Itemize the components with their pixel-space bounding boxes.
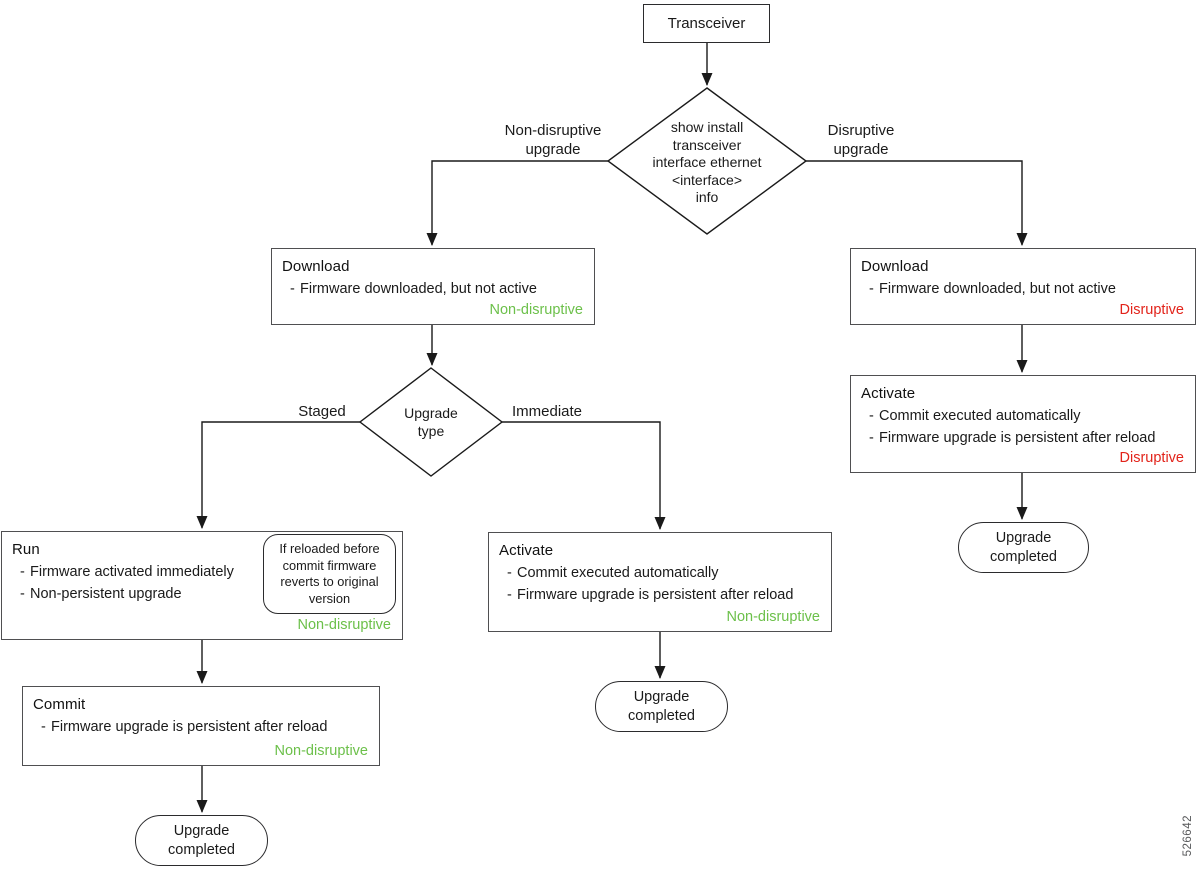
dash-marker: - — [20, 586, 25, 602]
activate-disruptive-box: Activate - Commit executed automatically… — [850, 375, 1196, 473]
bullet-item: - Non-persistent upgrade — [12, 583, 270, 605]
bullet-text: Commit executed automatically — [879, 408, 1081, 424]
dash-marker: - — [290, 281, 295, 297]
bullet-text: Non-persistent upgrade — [30, 586, 182, 602]
status-label: Non-disruptive — [489, 302, 584, 318]
arrow-nondisruptive-branch — [426, 160, 608, 246]
upgrade-completed-immediate: Upgrade completed — [595, 681, 728, 732]
figure-id: 526642 — [1182, 814, 1194, 856]
dash-marker: - — [41, 719, 46, 735]
branch-label-immediate: Immediate — [511, 403, 583, 420]
bullet-text: Firmware activated immediately — [30, 564, 234, 580]
bullet-item: - Firmware downloaded, but not active — [861, 278, 1185, 300]
bullet-item: - Firmware downloaded, but not active — [282, 278, 584, 300]
bullet-text: Commit executed automatically — [517, 565, 719, 581]
branch-label-staged: Staged — [298, 403, 346, 420]
download-disruptive-box: Download - Firmware downloaded, but not … — [850, 248, 1196, 325]
status-label: Disruptive — [1119, 302, 1184, 318]
box-title: Activate — [861, 385, 916, 402]
box-title: Activate — [499, 542, 554, 559]
status-label: Non-disruptive — [726, 609, 821, 625]
bullet-item: - Firmware upgrade is persistent after r… — [33, 716, 369, 738]
bullet-text: Firmware downloaded, but not active — [300, 281, 537, 297]
bullet-item: - Commit executed automatically — [861, 405, 1185, 427]
transceiver-box: Transceiver — [643, 4, 770, 43]
status-label: Non-disruptive — [297, 617, 392, 633]
bullet-text: Firmware upgrade is persistent after rel… — [517, 587, 794, 603]
bullet-text: Firmware downloaded, but not active — [879, 281, 1116, 297]
activate-nondisruptive-box: Activate - Commit executed automatically… — [488, 532, 832, 632]
decision-upgrade-type-text: Upgrade type — [404, 405, 458, 439]
arrow-staged-branch — [196, 421, 360, 529]
run-reload-note: If reloaded before commit firmware rever… — [263, 534, 396, 614]
commit-box: Commit - Firmware upgrade is persistent … — [22, 686, 380, 766]
status-label: Disruptive — [1119, 450, 1184, 466]
dash-marker: - — [507, 565, 512, 581]
upgrade-completed-staged: Upgrade completed — [135, 815, 268, 866]
bullet-item: - Firmware upgrade is persistent after r… — [861, 427, 1185, 449]
arrow-disruptive-branch — [806, 160, 1028, 246]
status-label: Non-disruptive — [274, 743, 369, 759]
box-title: Download — [282, 258, 350, 275]
dash-marker: - — [507, 587, 512, 603]
transceiver-label: Transceiver — [667, 15, 746, 32]
branch-label-nondisruptive: Non-disruptive upgrade — [504, 122, 602, 158]
box-title: Commit — [33, 696, 86, 713]
box-title: Run — [12, 541, 40, 558]
bullet-text: Firmware upgrade is persistent after rel… — [51, 719, 328, 735]
decision-show-install-text: show install transceiver interface ether… — [652, 119, 762, 205]
branch-label-disruptive: Disruptive upgrade — [827, 122, 895, 158]
download-nondisruptive-box: Download - Firmware downloaded, but not … — [271, 248, 595, 325]
decision-show-install-diamond — [606, 87, 808, 235]
dash-marker: - — [869, 430, 874, 446]
upgrade-completed-disruptive: Upgrade completed — [958, 522, 1089, 573]
box-title: Download — [861, 258, 929, 275]
bullet-item: - Commit executed automatically — [499, 562, 821, 584]
bullet-text: Firmware upgrade is persistent after rel… — [879, 430, 1156, 446]
arrow-immediate-branch — [502, 421, 666, 530]
bullet-item: - Firmware activated immediately — [12, 561, 270, 583]
dash-marker: - — [20, 564, 25, 580]
run-box: Run - Firmware activated immediately - N… — [1, 531, 403, 640]
dash-marker: - — [869, 281, 874, 297]
bullet-item: - Firmware upgrade is persistent after r… — [499, 584, 821, 606]
dash-marker: - — [869, 408, 874, 424]
decision-upgrade-type-diamond — [358, 367, 504, 477]
